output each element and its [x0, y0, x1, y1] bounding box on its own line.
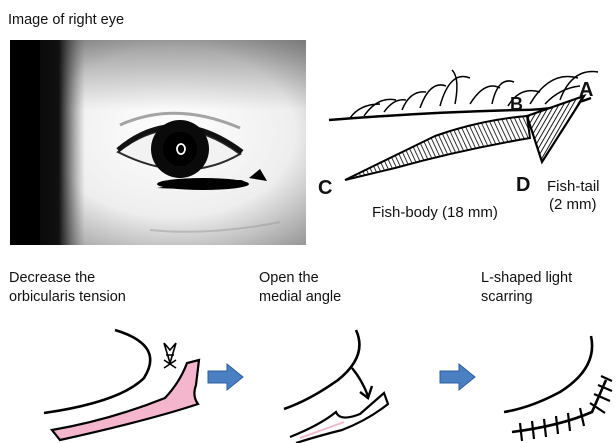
step-3: L-shaped light scarring — [481, 270, 612, 441]
step-1-title-line1: Decrease the — [9, 270, 95, 286]
suture-stitches — [520, 376, 612, 441]
point-a-label: A — [579, 79, 593, 101]
eye-photo — [10, 40, 306, 245]
photo-caption: Image of right eye — [8, 12, 124, 28]
right-arrow-icon — [440, 364, 475, 390]
right-arrow-icon — [208, 364, 243, 390]
step-2: Open the medial angle — [259, 270, 388, 443]
step-2-title-line1: Open the — [259, 270, 319, 286]
point-d-label: D — [516, 174, 530, 196]
fish-tail-label: Fish-tail — [547, 178, 600, 195]
step-1: Decrease the orbicularis tension — [9, 270, 199, 440]
point-b-label: B — [510, 94, 523, 114]
fish-body-label: Fish-body (18 mm) — [372, 204, 498, 221]
incision-marking — [157, 178, 249, 190]
step-1-title-line2: orbicularis tension — [9, 289, 126, 305]
step-3-title-line2: scarring — [481, 289, 533, 305]
step-2-title-line2: medial angle — [259, 289, 341, 305]
downward-arrow-icon — [352, 368, 372, 398]
pink-incision-area — [52, 360, 199, 440]
fish-sketch: A B C D Fish-tail (2 mm) Fish-body (18 m… — [318, 70, 600, 221]
step-3-title-line1: L-shaped light — [481, 270, 572, 286]
fish-tail-size: (2 mm) — [549, 196, 597, 213]
tension-release-icon — [164, 343, 176, 368]
point-c-label: C — [318, 177, 332, 199]
